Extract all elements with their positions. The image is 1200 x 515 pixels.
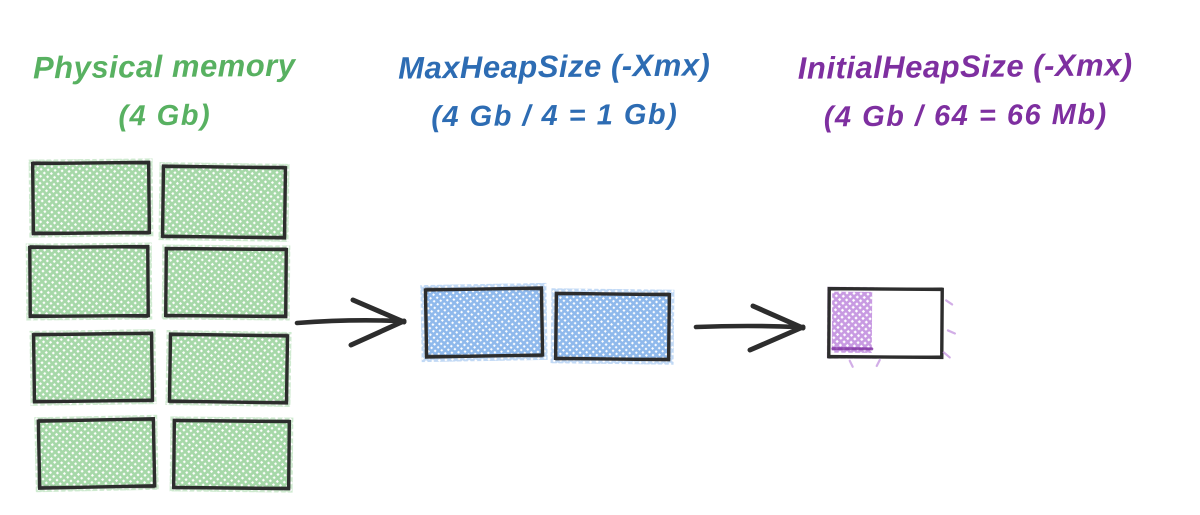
memory-page-box-6	[165, 330, 292, 407]
initial-heap-box	[826, 286, 957, 368]
initial-heap-subtitle: (4 Gb / 64 = 66 Mb)	[823, 98, 1108, 134]
sketch-whiskers	[848, 299, 957, 368]
max-heap-heading: MaxHeapSize (-Xmx) (4 Gb / 4 = 1 Gb)	[392, 46, 718, 135]
physical-memory-title: Physical memory	[32, 47, 296, 86]
initial-heap-used-fill	[831, 291, 873, 353]
memory-page-box-7	[34, 414, 159, 493]
initial-heap-title: InitialHeapSize (-Xmx)	[797, 47, 1133, 86]
initial-heap-heading: InitialHeapSize (-Xmx) (4 Gb / 64 = 66 M…	[768, 46, 1164, 136]
memory-page-box-2	[158, 162, 290, 242]
memory-page-box-3	[25, 242, 153, 321]
flow-arrow-1	[294, 297, 407, 348]
memory-page-box-1	[28, 158, 154, 238]
physical-memory-heading: Physical memory (4 Gb)	[12, 46, 318, 135]
physical-memory-subtitle: (4 Gb)	[118, 99, 212, 133]
memory-page-box-8	[169, 416, 294, 493]
max-heap-title: MaxHeapSize (-Xmx)	[397, 47, 711, 86]
heap-box-1	[420, 282, 548, 363]
flow-arrow-2	[693, 303, 806, 353]
heap-box-2	[550, 288, 675, 365]
memory-page-box-5	[29, 329, 157, 406]
memory-page-box-4	[161, 244, 291, 321]
max-heap-subtitle: (4 Gb / 4 = 1 Gb)	[431, 98, 679, 134]
